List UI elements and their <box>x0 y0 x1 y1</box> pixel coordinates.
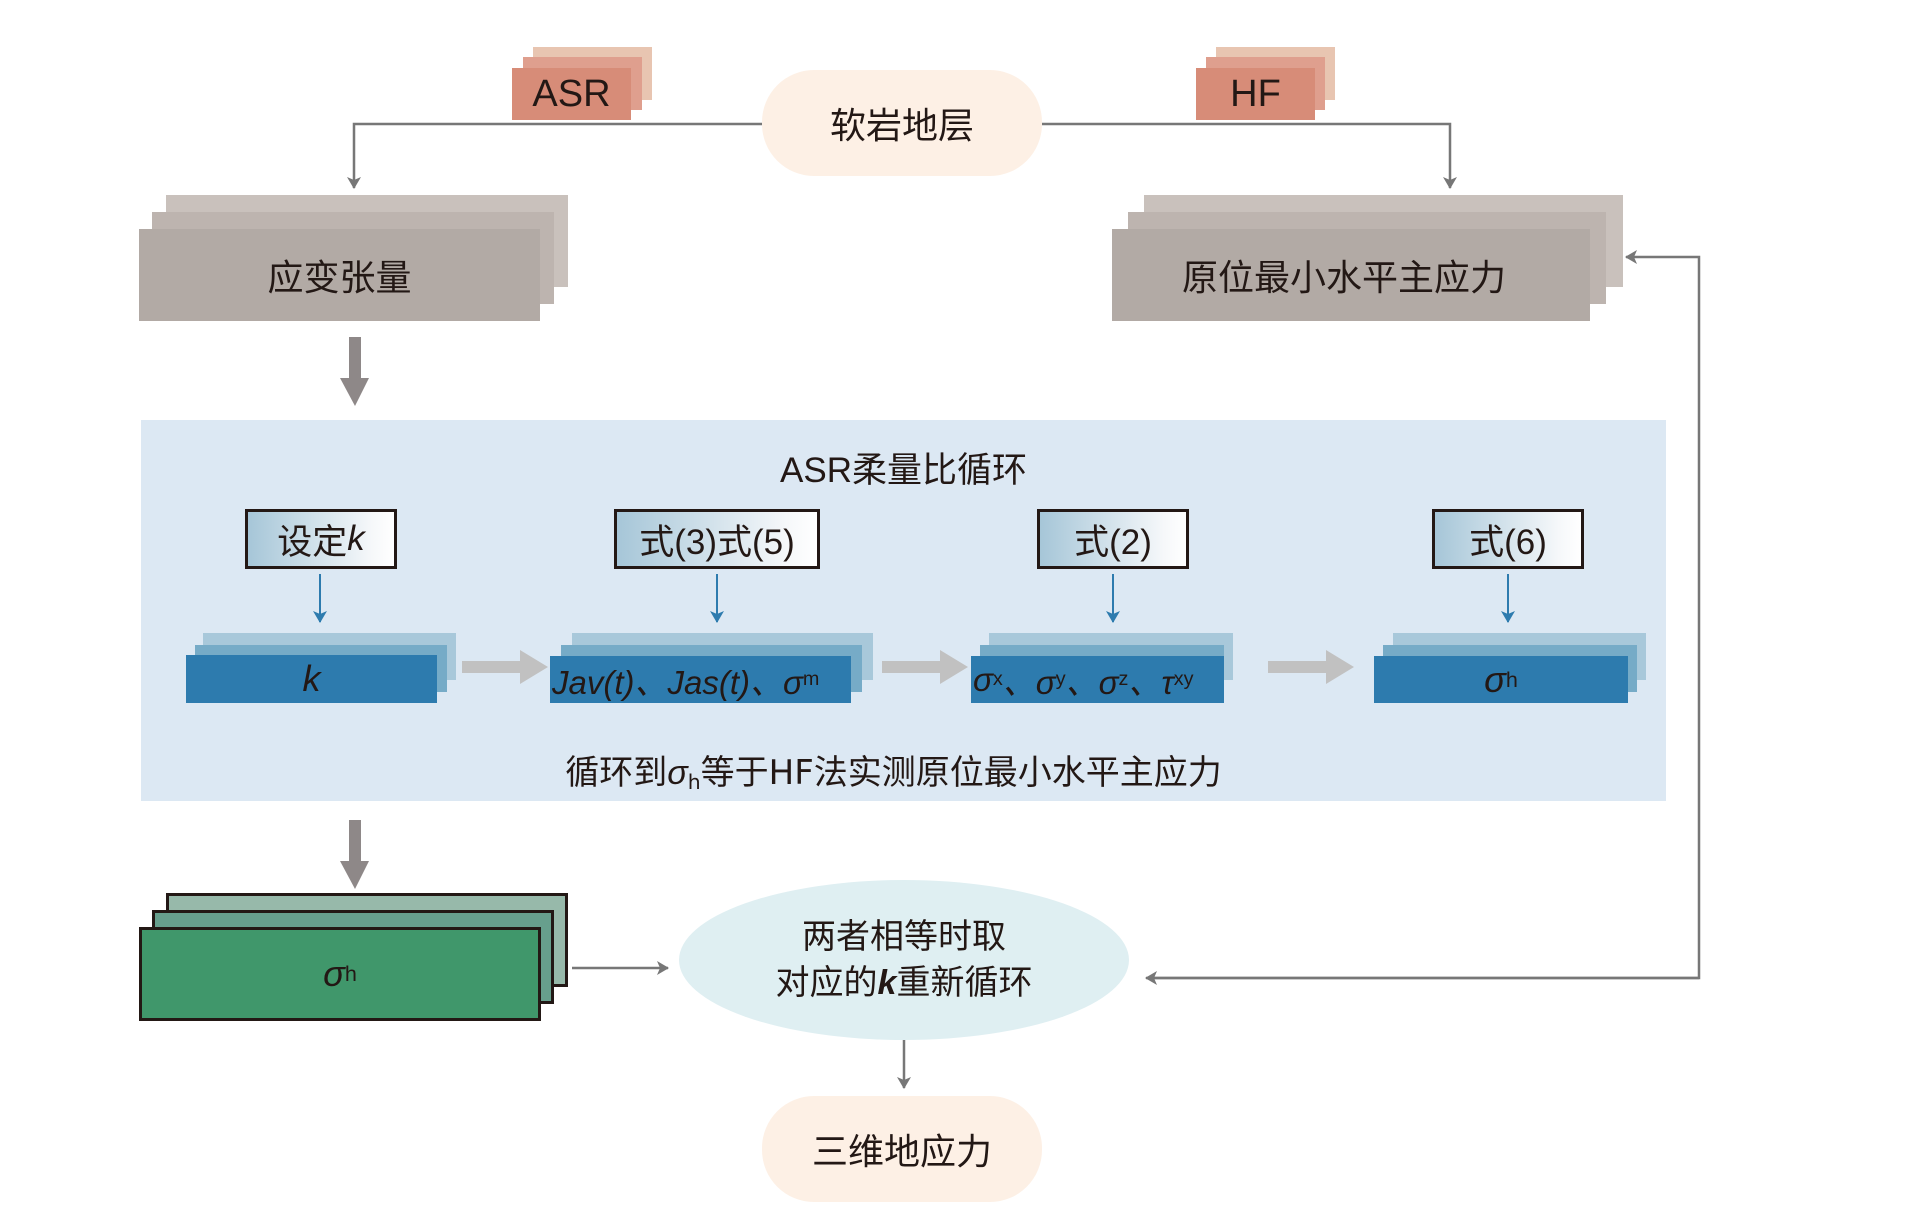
result-sub-h: h <box>344 961 357 986</box>
sigma-x: σ <box>973 660 993 698</box>
result-sigma: σ <box>323 953 345 994</box>
decision-line-2-var: k <box>877 964 897 1002</box>
connector-source-to-minstress <box>1042 122 1457 189</box>
sub-x: x <box>992 668 1003 690</box>
decision-line-2-suffix: 重新循环 <box>896 963 1033 1003</box>
asr-loop-panel: ASR柔量比循环 <box>141 420 1666 801</box>
sigma-y: 、σ <box>1002 663 1056 701</box>
source-node: 软岩地层 <box>762 70 1042 176</box>
thick-arrow-down-1 <box>340 337 369 406</box>
loop-condition-note: 循环到σh等于HF法实测原位最小水平主应力 <box>131 745 1656 794</box>
sub-h: h <box>1505 666 1518 692</box>
formula-box-eq6: 式(6) <box>1432 509 1584 569</box>
asr-tag-stack: ASR <box>512 47 652 120</box>
decision-node: 两者相等时取 对应的k重新循环 <box>679 880 1129 1040</box>
final-node: 三维地应力 <box>762 1096 1042 1202</box>
note-sub-h: h <box>687 770 701 795</box>
sigma: σ <box>1484 658 1506 700</box>
strain-tensor-stack: 应变张量 <box>139 195 569 321</box>
stack-k: k <box>186 633 456 703</box>
jav-jas-text: Jav(t)、Jas(t)、σ <box>552 663 803 701</box>
sigma-m-subscript: m <box>802 668 820 690</box>
decision-line-1: 两者相等时取 <box>802 917 1006 957</box>
note-prefix: 循环到 <box>565 753 668 793</box>
formula-box-eq2: 式(2) <box>1037 509 1189 569</box>
formula-box-set-k-var: k <box>347 519 365 558</box>
decision-line-2: 对应的k重新循环 <box>776 960 1033 1006</box>
formula-box-eq3-eq5: 式(3)式(5) <box>614 509 820 569</box>
loop-panel-title: ASR柔量比循环 <box>780 451 1027 490</box>
min-horizontal-stress-label: 原位最小水平主应力 <box>1112 229 1590 321</box>
note-sigma: σ <box>667 754 688 792</box>
formula-box-set-k-text: 设定 <box>277 522 348 562</box>
stack-k-label: k <box>186 655 437 703</box>
note-suffix: 等于HF法实测原位最小水平主应力 <box>700 753 1222 793</box>
sub-y: y <box>1055 668 1066 690</box>
connector-source-to-strain <box>347 122 762 189</box>
hf-tag-stack: HF <box>1196 47 1336 120</box>
sub-z: z <box>1118 668 1129 690</box>
sigma-z: 、σ <box>1065 663 1119 701</box>
decision-line-2-prefix: 对应的 <box>775 963 878 1003</box>
thick-arrow-down-2 <box>340 820 369 889</box>
strain-tensor-label: 应变张量 <box>139 229 540 321</box>
tau-xy: 、τ <box>1128 663 1174 701</box>
sub-xy: xy <box>1173 668 1194 690</box>
asr-tag: ASR <box>512 68 631 120</box>
min-horizontal-stress-stack: 原位最小水平主应力 <box>1112 195 1624 321</box>
hf-tag: HF <box>1196 68 1315 120</box>
